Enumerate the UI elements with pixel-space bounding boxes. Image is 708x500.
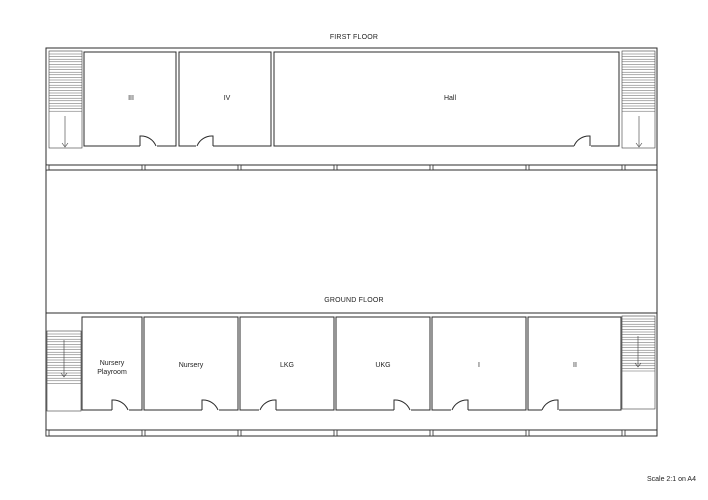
room-ukg	[335, 316, 431, 411]
room-hall-label: Hall	[444, 95, 457, 102]
room-lkg-label: LKG	[280, 362, 294, 369]
room-ii-label: II	[573, 362, 577, 369]
room-nursery	[143, 316, 239, 411]
room-i	[431, 316, 527, 411]
room-hall	[273, 51, 620, 147]
room-lkg	[239, 316, 335, 411]
door-ii	[541, 399, 559, 412]
ground-floor-railing-posts	[45, 429, 626, 437]
room-nursery-label: Nursery	[179, 362, 204, 369]
door-iii	[139, 135, 157, 148]
door-hall	[573, 135, 591, 148]
first-floor-outline	[45, 47, 658, 171]
door-nursery-playroom	[111, 399, 129, 412]
first-floor: FIRST FLOOR	[45, 34, 658, 171]
room-iv-label: IV	[224, 95, 231, 102]
ground-floor: GROUND FLOOR	[45, 297, 658, 437]
room-ukg-label: UKG	[375, 362, 390, 369]
door-i	[451, 399, 469, 412]
ground-floor-left-staircase	[46, 330, 82, 412]
room-iii	[83, 51, 177, 147]
first-floor-railing-posts	[45, 164, 626, 171]
door-ukg	[393, 399, 411, 412]
ground-floor-outline	[45, 312, 658, 437]
scale-note: Scale 2:1 on A4	[647, 476, 696, 483]
door-iv	[196, 135, 214, 148]
first-floor-left-staircase	[48, 50, 83, 149]
room-iii-label: III	[128, 95, 134, 102]
door-lkg	[259, 399, 277, 412]
room-nursery-playroom-label-line1: Nursery	[100, 360, 125, 367]
room-nursery-playroom-label-line2: Playroom	[97, 369, 127, 376]
room-ii	[527, 316, 622, 411]
ground-floor-right-staircase	[621, 315, 656, 410]
room-iv	[178, 51, 272, 147]
door-nursery	[201, 399, 219, 412]
ground-floor-title: GROUND FLOOR	[324, 297, 384, 304]
room-i-label: I	[478, 362, 480, 369]
first-floor-title: FIRST FLOOR	[330, 34, 378, 41]
first-floor-right-staircase	[621, 50, 656, 149]
